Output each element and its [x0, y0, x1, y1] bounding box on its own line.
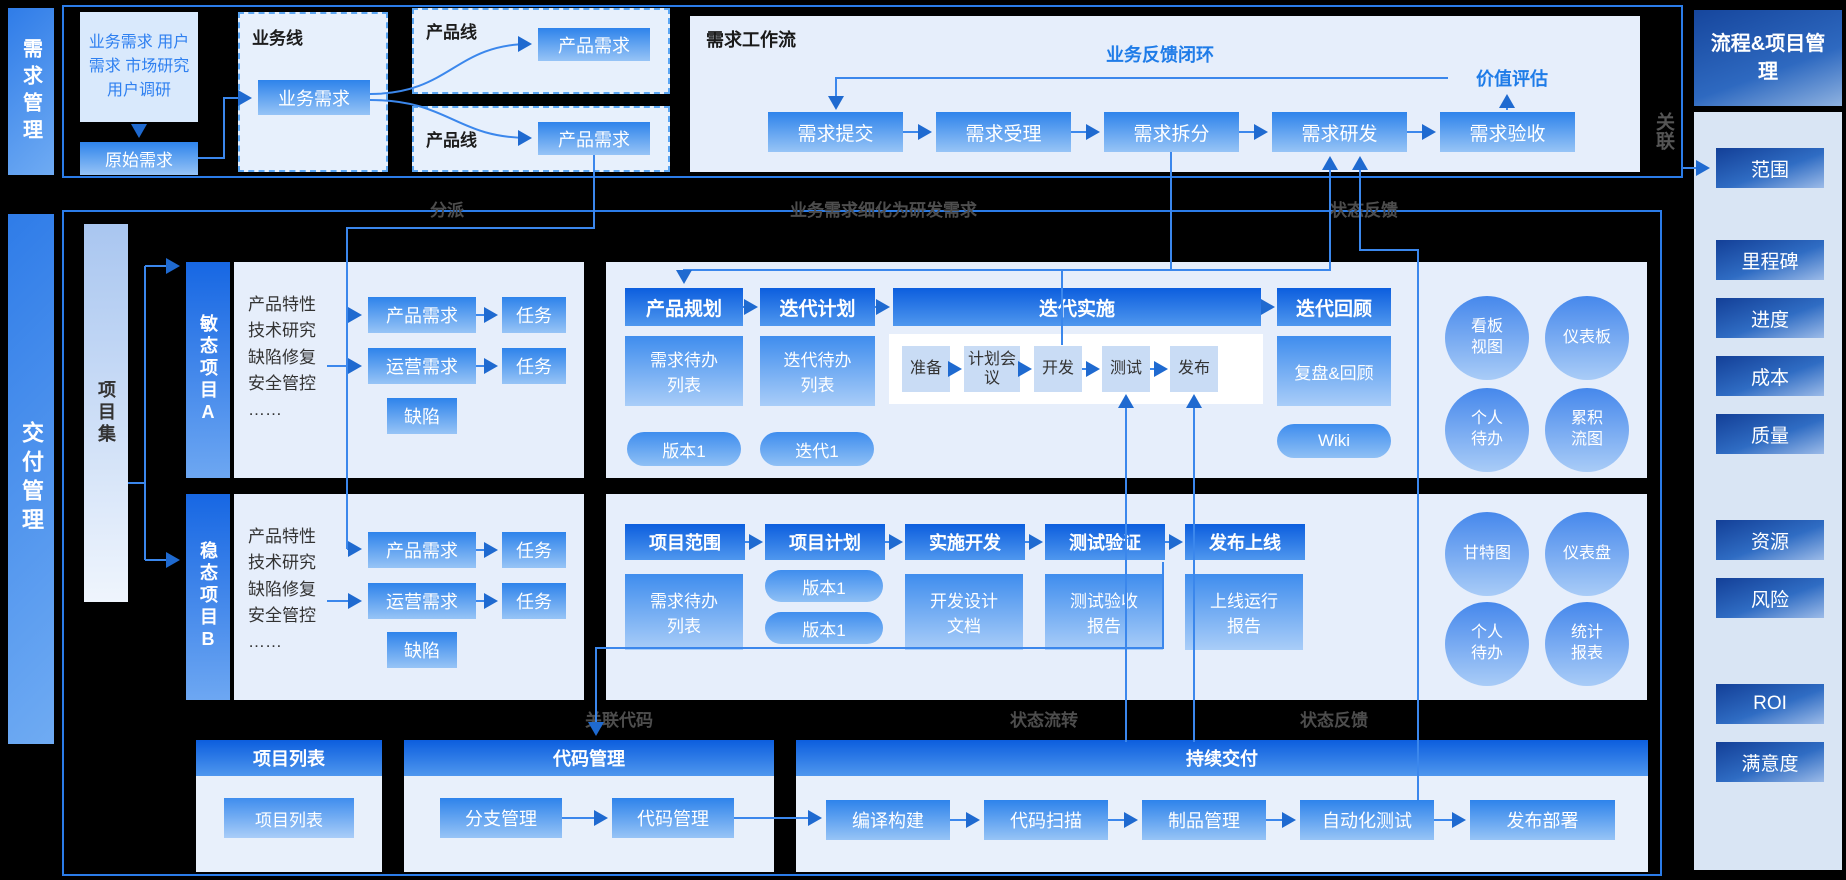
raw-requirement-node: 原始需求 — [80, 142, 198, 175]
agile-wiki-pill: Wiki — [1277, 424, 1391, 458]
iteration-step-prepare: 准备 — [902, 346, 950, 392]
requirement-sources-box: 业务需求 用户需求 市场研究 用户调研 — [80, 12, 198, 122]
agile-cumulative-flow-circle: 累积 流图 — [1545, 388, 1629, 472]
agile-personal-todo-circle: 个人 待办 — [1445, 388, 1529, 472]
agile-review-box: 复盘&回顾 — [1277, 336, 1391, 406]
iteration-step-planning-meeting: 计划会 议 — [964, 346, 1020, 392]
project-a-defect-node: 缺陷 — [387, 398, 457, 434]
project-b-defect-node: 缺陷 — [387, 632, 457, 668]
waterfall-header-release-online: 发布上线 — [1185, 524, 1305, 560]
project-b-ops-req-node: 运营需求 — [368, 583, 476, 619]
value-evaluation-label: 价值评估 — [1476, 69, 1548, 89]
workflow-step-accept: 需求受理 — [936, 112, 1071, 152]
project-b-product-req-node: 产品需求 — [368, 532, 476, 568]
cicd-artifact-node: 制品管理 — [1142, 800, 1266, 840]
right-item-scope: 范围 — [1716, 148, 1824, 188]
agile-version-pill: 版本1 — [627, 432, 741, 466]
workflow-step-submit: 需求提交 — [768, 112, 903, 152]
project-a-product-req-node: 产品需求 — [368, 297, 476, 333]
delivery-management-rail: 交付管理 — [8, 214, 54, 744]
project-a-features: 产品特性 技术研究 缺陷修复 安全管控 …… — [248, 295, 316, 420]
project-a-task-node-1: 任务 — [502, 297, 566, 333]
right-item-progress: 进度 — [1716, 298, 1824, 338]
project-b-features: 产品特性 技术研究 缺陷修复 安全管控 …… — [248, 527, 316, 652]
product-line-label-1: 产品线 — [426, 23, 477, 42]
cicd-build-node: 编译构建 — [826, 800, 950, 840]
iteration-step-release: 发布 — [1170, 346, 1218, 392]
waterfall-header-scope: 项目范围 — [625, 524, 745, 560]
refine-label: 业务需求细化为研发需求 — [790, 201, 977, 220]
cicd-auto-test-node: 自动化测试 — [1300, 800, 1434, 840]
right-item-milestone: 里程碑 — [1716, 240, 1824, 280]
agile-dashboard-circle: 仪表板 — [1545, 296, 1629, 380]
waterfall-test-report-box: 测试验收 报告 — [1045, 574, 1163, 650]
agile-iteration-pill: 迭代1 — [760, 432, 874, 466]
workflow-step-acceptance: 需求验收 — [1440, 112, 1575, 152]
waterfall-version-pill-2: 版本1 — [765, 612, 883, 644]
business-feedback-loop-label: 业务反馈闭环 — [1106, 45, 1214, 65]
waterfall-personal-todo-circle: 个人 待办 — [1445, 602, 1529, 686]
workflow-step-split: 需求拆分 — [1104, 112, 1239, 152]
project-b-task-node-1: 任务 — [502, 532, 566, 568]
code-mgmt-header: 代码管理 — [404, 740, 774, 776]
project-b-task-node-2: 任务 — [502, 583, 566, 619]
agile-req-backlog-box: 需求待办 列表 — [625, 336, 743, 406]
right-item-roi: ROI — [1716, 684, 1824, 724]
dispatch-label: 分派 — [430, 201, 464, 220]
agile-header-iteration-plan: 迭代计划 — [760, 288, 875, 326]
business-requirement-node: 业务需求 — [258, 80, 370, 115]
stable-project-b-bar: 稳态项目B — [186, 494, 230, 700]
waterfall-dashboard-circle: 仪表盘 — [1545, 512, 1629, 596]
right-item-satisfaction: 满意度 — [1716, 742, 1824, 782]
cicd-deploy-node: 发布部署 — [1470, 800, 1615, 840]
right-item-risk: 风险 — [1716, 578, 1824, 618]
project-a-task-node-2: 任务 — [502, 348, 566, 384]
waterfall-gantt-circle: 甘特图 — [1445, 512, 1529, 596]
waterfall-header-implement: 实施开发 — [905, 524, 1025, 560]
status-feedback-top-label: 状态反馈 — [1330, 201, 1398, 220]
waterfall-stats-report-circle: 统计 报表 — [1545, 602, 1629, 686]
requirement-workflow-title: 需求工作流 — [706, 30, 796, 50]
requirements-management-rail: 需求管理 — [8, 8, 54, 175]
waterfall-design-doc-box: 开发设计 文档 — [905, 574, 1023, 650]
business-line-label: 业务线 — [252, 29, 303, 48]
waterfall-header-plan: 项目计划 — [765, 524, 885, 560]
waterfall-req-backlog-box: 需求待办 列表 — [625, 574, 743, 650]
right-item-resource: 资源 — [1716, 520, 1824, 560]
association-vertical-label: 关联 — [1653, 112, 1674, 150]
product-line-label-2: 产品线 — [426, 131, 477, 150]
branch-mgmt-node: 分支管理 — [440, 798, 562, 838]
project-a-ops-req-node: 运营需求 — [368, 348, 476, 384]
code-mgmt-node: 代码管理 — [612, 798, 734, 838]
status-feedback-bottom-label: 状态反馈 — [1300, 711, 1368, 730]
agile-header-iteration-review: 迭代回顾 — [1277, 288, 1391, 326]
iteration-step-develop: 开发 — [1034, 346, 1082, 392]
agile-project-a-bar: 敏态项目A — [186, 262, 230, 478]
cicd-header: 持续交付 — [796, 740, 1648, 776]
right-item-cost: 成本 — [1716, 356, 1824, 396]
code-link-label: 关联代码 — [585, 711, 653, 730]
product-requirement-node-2: 产品需求 — [538, 122, 650, 155]
agile-header-product-planning: 产品规划 — [625, 288, 743, 326]
project-portfolio-bar: 项目集 — [84, 224, 128, 602]
status-flow-label: 状态流转 — [1010, 711, 1078, 730]
right-item-quality: 质量 — [1716, 414, 1824, 454]
waterfall-online-report-box: 上线运行 报告 — [1185, 574, 1303, 650]
workflow-step-develop: 需求研发 — [1272, 112, 1407, 152]
iteration-step-test: 测试 — [1102, 346, 1150, 392]
agile-header-iteration-exec: 迭代实施 — [893, 288, 1261, 326]
product-requirement-node-1: 产品需求 — [538, 28, 650, 61]
agile-iter-backlog-box: 迭代待办 列表 — [760, 336, 875, 406]
agile-kanban-view-circle: 看板 视图 — [1445, 296, 1529, 380]
project-list-header: 项目列表 — [196, 740, 382, 776]
project-list-box: 项目列表 — [224, 798, 354, 838]
cicd-code-scan-node: 代码扫描 — [984, 800, 1108, 840]
process-project-mgmt-header: 流程&项目管理 — [1694, 10, 1842, 106]
waterfall-version-pill-1: 版本1 — [765, 570, 883, 602]
waterfall-header-test-verify: 测试验证 — [1045, 524, 1165, 560]
